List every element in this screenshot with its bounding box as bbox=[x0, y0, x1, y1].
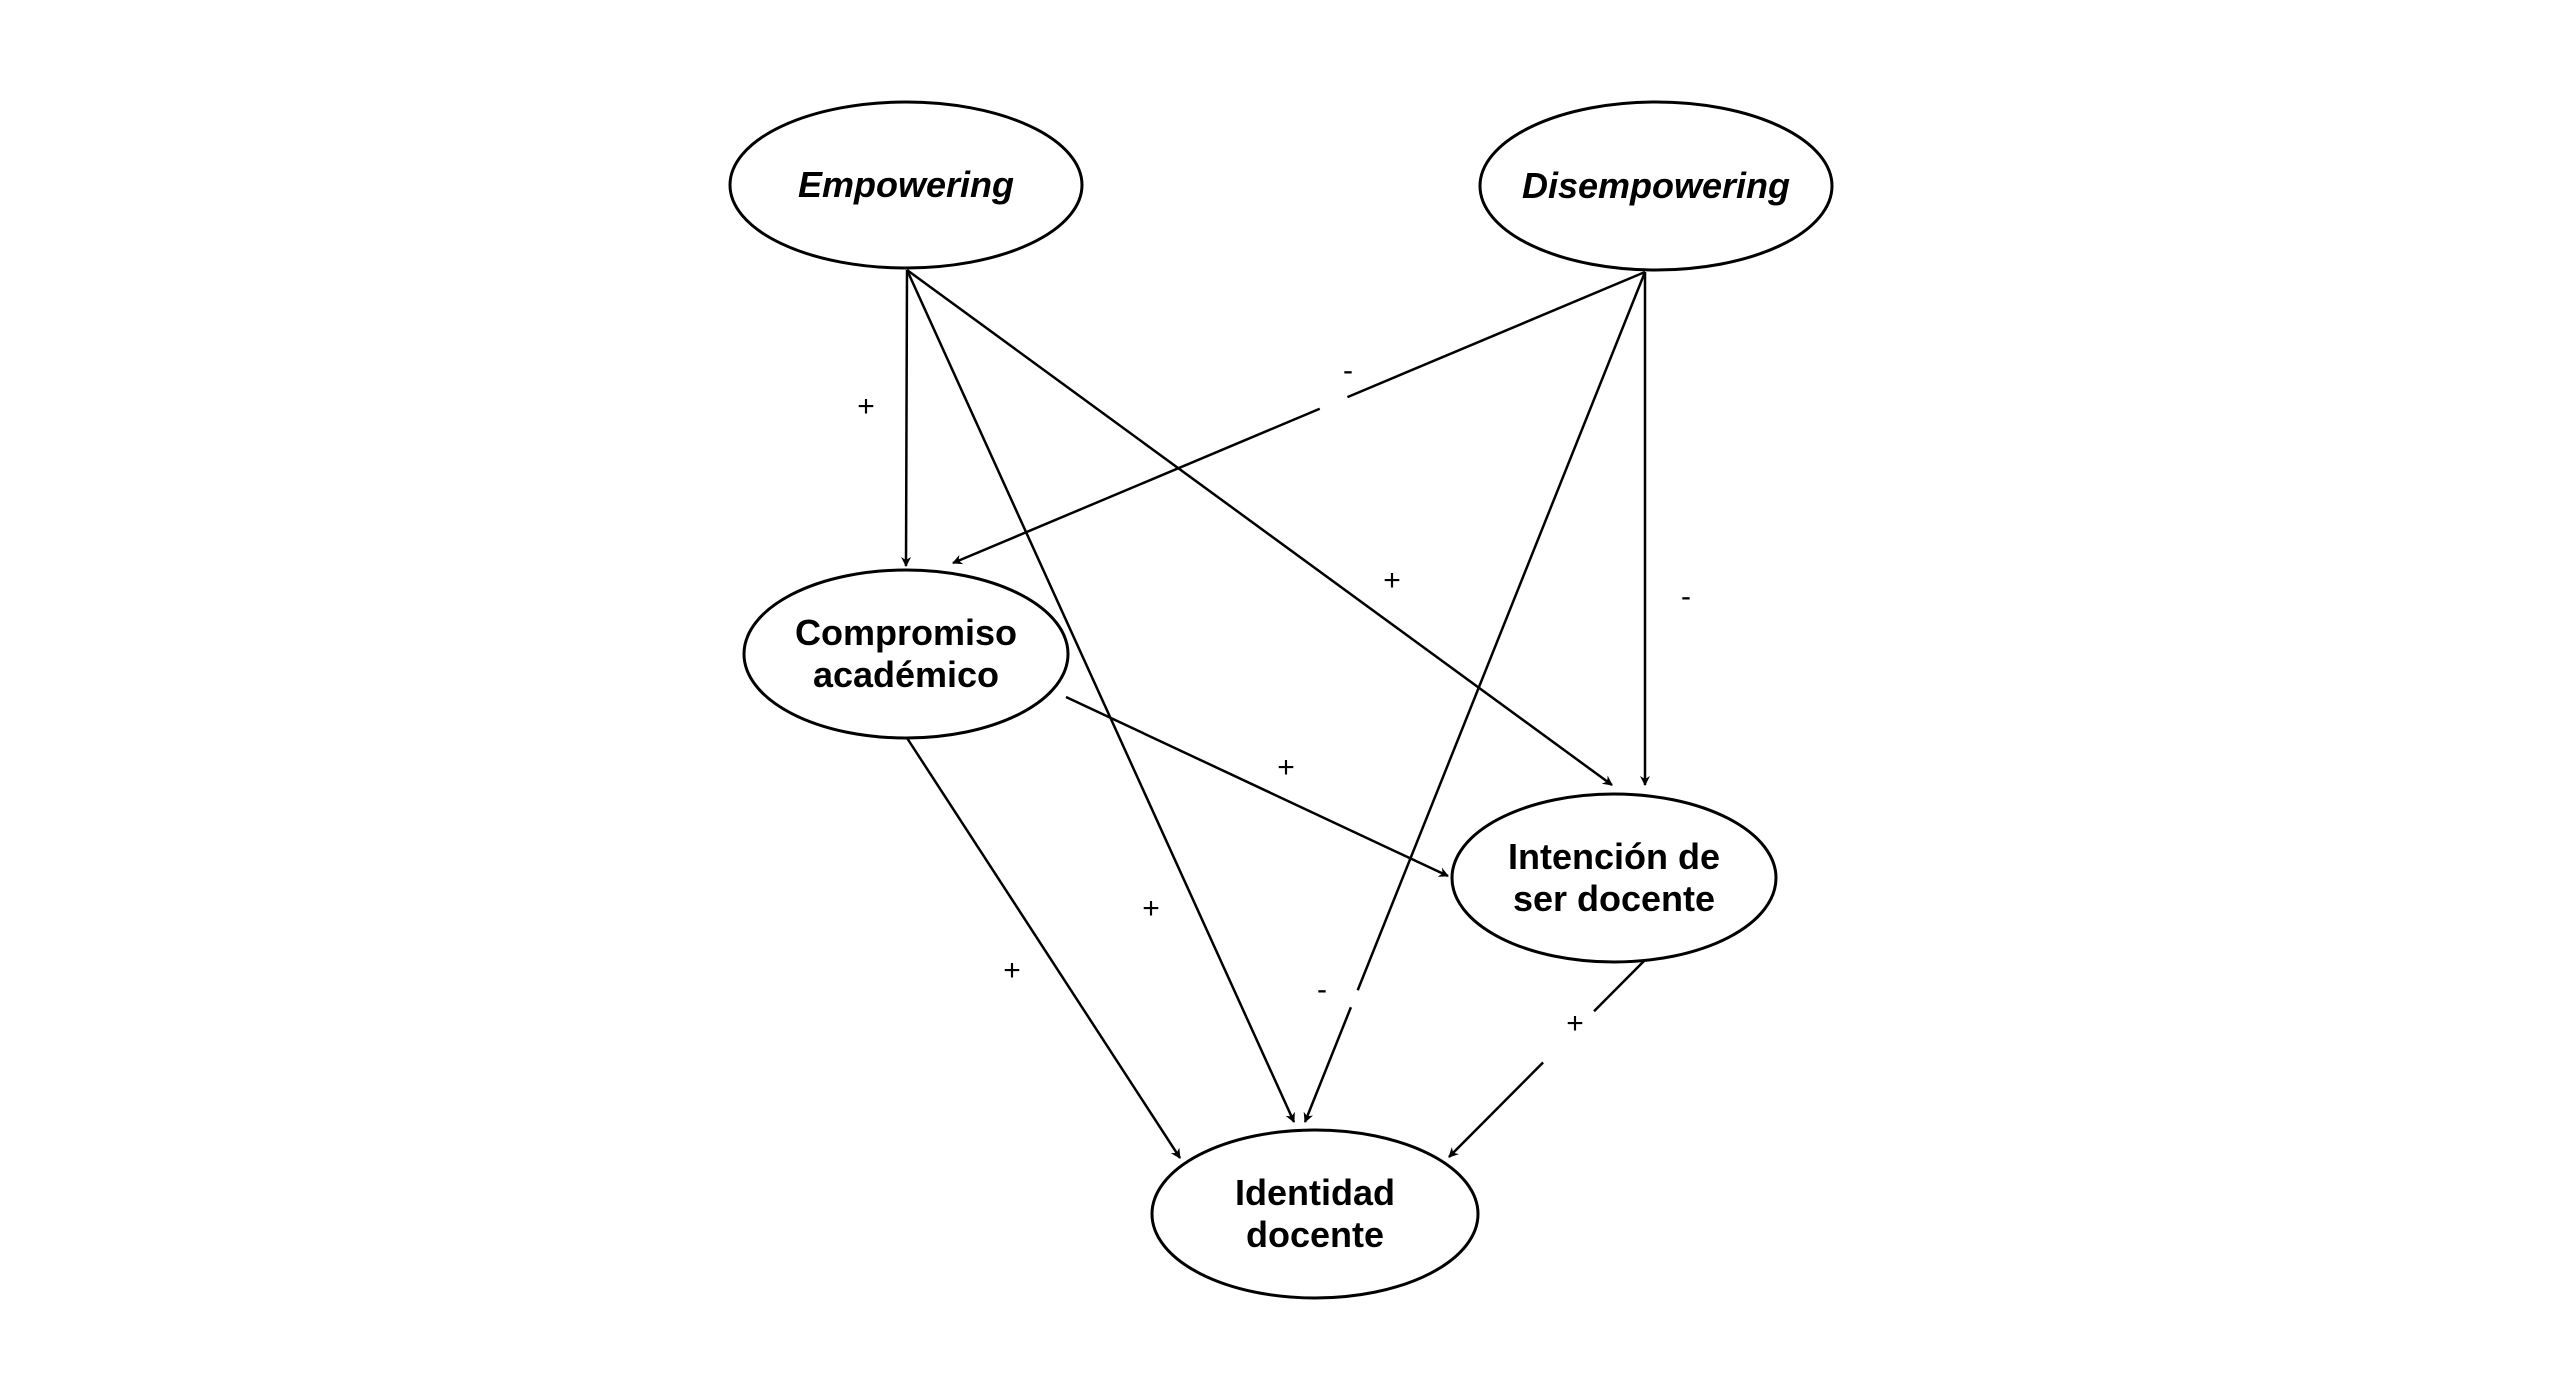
edge-arrow-line bbox=[952, 407, 1321, 565]
edge-arrow-line bbox=[1448, 1061, 1544, 1158]
node-label: Identidad bbox=[1235, 1172, 1395, 1213]
edge-sign-label: + bbox=[1142, 892, 1160, 925]
edge-arrow-line bbox=[905, 269, 1296, 1123]
node-label: docente bbox=[1246, 1214, 1384, 1255]
edge-disempowering-to-identidad bbox=[1303, 271, 1647, 1123]
edge-intencion-to-identidad bbox=[1448, 959, 1646, 1158]
edge-disempowering-to-compromiso bbox=[952, 270, 1646, 565]
node-ellipse bbox=[1478, 100, 1834, 272]
edge-empowering-to-intencion bbox=[906, 268, 1613, 787]
edge-arrow-line bbox=[906, 268, 1613, 787]
edge-line-segment bbox=[1593, 959, 1646, 1013]
edge-empowering-to-compromiso bbox=[901, 269, 912, 567]
node-ellipse bbox=[1150, 1128, 1480, 1300]
node-label: ser docente bbox=[1513, 878, 1715, 919]
edge-sign-label: - bbox=[1343, 354, 1353, 387]
edge-arrow-line bbox=[1065, 695, 1449, 878]
edge-arrow-line bbox=[901, 269, 912, 567]
edge-sign-label: - bbox=[1681, 580, 1691, 613]
node-disempowering: Disempowering bbox=[1478, 100, 1834, 272]
node-label: Compromiso bbox=[795, 612, 1017, 653]
node-ellipse bbox=[1450, 792, 1778, 964]
edge-sign-label: + bbox=[1566, 1007, 1584, 1040]
edge-compromiso-to-intencion bbox=[1065, 695, 1449, 878]
edge-sign-label: + bbox=[857, 390, 875, 423]
edge-sign-label: - bbox=[1317, 973, 1327, 1006]
edge-compromiso-to-identidad bbox=[905, 737, 1182, 1159]
edge-sign-label: + bbox=[1383, 564, 1401, 597]
edge-sign-label: + bbox=[1003, 954, 1021, 987]
edge-line-segment bbox=[1346, 270, 1646, 399]
node-ellipse bbox=[728, 100, 1084, 270]
node-empowering: Empowering bbox=[728, 100, 1084, 270]
edge-empowering-to-identidad bbox=[905, 269, 1296, 1123]
edge-line-segment bbox=[1356, 271, 1647, 991]
node-label: Disempowering bbox=[1522, 165, 1790, 206]
node-label: académico bbox=[813, 654, 999, 695]
node-label: Intención de bbox=[1508, 836, 1720, 877]
node-label: Empowering bbox=[798, 164, 1014, 205]
edge-arrow-line bbox=[905, 737, 1182, 1159]
edge-arrow-line bbox=[1303, 1006, 1353, 1123]
edge-sign-label: + bbox=[1277, 751, 1295, 784]
node-ellipse bbox=[742, 568, 1070, 740]
